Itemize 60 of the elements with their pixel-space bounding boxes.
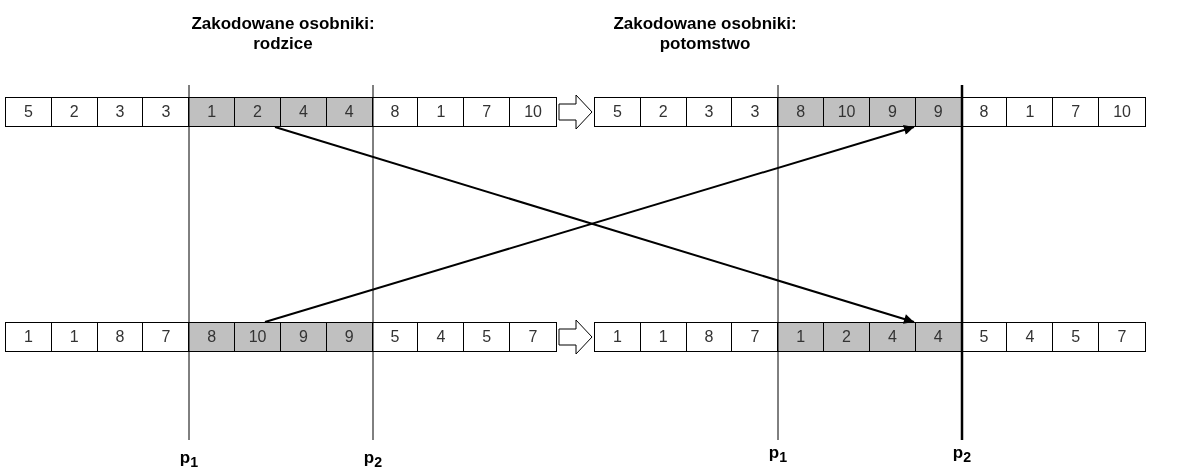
chromosome-bar <box>594 322 1146 352</box>
gene-value-cell: 7 <box>143 323 190 351</box>
block-arrow <box>558 94 593 130</box>
cut-point-label: p$_{1}$ <box>178 448 200 471</box>
gene-value-cell: 7 <box>464 98 511 126</box>
chromosome-bar <box>5 97 557 127</box>
gene-value-cell: 9 <box>869 98 916 126</box>
gene-value-cell: 8 <box>686 323 733 351</box>
gene-value-cell: 7 <box>1053 98 1100 126</box>
chromosome-bar <box>594 97 1146 127</box>
gene-value-cell: 3 <box>143 98 190 126</box>
gene-value-cell: 5 <box>595 98 641 126</box>
gene-value-cell: 1 <box>6 323 52 351</box>
gene-value-cell: 8 <box>189 323 236 351</box>
gene-value-cell: 8 <box>961 98 1008 126</box>
gene-value-cell: 1 <box>778 323 825 351</box>
gene-value-cell: 5 <box>464 323 511 351</box>
gene-value-cell: 7 <box>732 323 779 351</box>
gene-value-cell: 9 <box>326 323 373 351</box>
gene-value-cell: 8 <box>97 323 144 351</box>
gene-value-cell: 1 <box>189 98 236 126</box>
chromosome-bar <box>5 322 557 352</box>
cut-point-label: p$_{1}$ <box>767 443 789 466</box>
gene-value-cell: 4 <box>418 323 465 351</box>
gene-value-cell: 2 <box>640 98 687 126</box>
cut-point-label: p$_{2}$ <box>951 443 973 466</box>
gene-value-cell: 10 <box>824 98 870 126</box>
gene-value-cell: 10 <box>1099 98 1145 126</box>
gene-value-cell: 5 <box>1053 323 1100 351</box>
heading: Zakodowane osobniki: rodzice <box>190 14 376 54</box>
gene-value-cell: 4 <box>915 323 962 351</box>
gene-value-cell: 10 <box>235 323 281 351</box>
cut-point-label: p$_{2}$ <box>362 448 384 471</box>
gene-value-cell: 3 <box>686 98 733 126</box>
gene-value-cell: 1 <box>640 323 687 351</box>
gene-value-cell: 1 <box>595 323 641 351</box>
gene-value-cell: 2 <box>235 98 281 126</box>
gene-value-cell: 8 <box>778 98 825 126</box>
gene-value-cell: 2 <box>824 323 870 351</box>
gene-value-cell: 5 <box>6 98 52 126</box>
gene-value-cell: 7 <box>510 323 556 351</box>
block-arrow <box>558 319 593 355</box>
gene-value-cell: 5 <box>372 323 419 351</box>
gene-value-cell: 1 <box>418 98 465 126</box>
gene-value-cell: 9 <box>280 323 327 351</box>
gene-value-cell: 3 <box>97 98 144 126</box>
gene-value-cell: 1 <box>51 323 98 351</box>
gene-value-cell: 1 <box>1007 98 1054 126</box>
gene-value-cell: 9 <box>915 98 962 126</box>
gene-value-cell: 4 <box>869 323 916 351</box>
gene-value-cell: 10 <box>510 98 556 126</box>
gene-value-cell: 8 <box>372 98 419 126</box>
gene-value-cell: 4 <box>280 98 327 126</box>
gene-value-cell: 5 <box>961 323 1008 351</box>
gene-value-cell: 3 <box>732 98 779 126</box>
gene-value-cell: 4 <box>1007 323 1054 351</box>
gene-value-cell: 2 <box>51 98 98 126</box>
gene-value-cell: 7 <box>1099 323 1145 351</box>
gene-value-cell: 4 <box>326 98 373 126</box>
heading: Zakodowane osobniki: potomstwo <box>612 14 798 54</box>
